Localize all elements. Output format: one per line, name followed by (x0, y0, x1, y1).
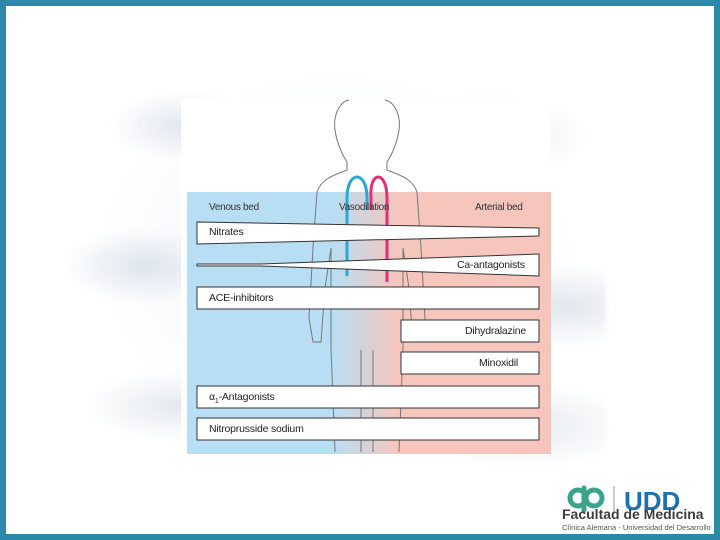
dihydralazine-label: Dihydralazine (465, 325, 527, 337)
alpha1-antagonists-label: α1-Antagonists (209, 391, 275, 405)
venous-bed-label: Venous bed (209, 202, 259, 213)
bar-nitrates (196, 221, 540, 245)
cda-logo-icon (567, 485, 605, 513)
vein-vessel (345, 175, 369, 276)
alpha-suffix: -Antagonists (218, 391, 275, 403)
arterial-bed-label: Arterial bed (475, 202, 523, 213)
bar-ace-inhibitors (196, 286, 540, 310)
body-outline (308, 99, 426, 453)
faculty-title: Facultad de Medicina (562, 506, 704, 522)
udd-logo-mark: UDD (567, 485, 680, 516)
minoxidil-label: Minoxidil (479, 357, 519, 369)
artery-vessel (369, 175, 389, 282)
diagram-graphic (187, 99, 551, 454)
faculty-subtitle: Clínica Alemana - Universidad del Desarr… (562, 523, 711, 532)
bar-ca-antagonists (196, 253, 540, 277)
ace-inhibitors-label: ACE-inhibitors (209, 292, 274, 304)
alpha-subscript: 1 (214, 398, 219, 406)
alpha-symbol: α (209, 391, 215, 403)
nitroprusside-label: Nitroprusside sodium (209, 423, 304, 435)
nitrates-label: Nitrates (209, 226, 244, 238)
bar-nitroprusside (196, 417, 540, 441)
slide: Venous bed Vasodilation Arterial bed Nit… (6, 6, 714, 534)
vasodilation-label: Vasodilation (339, 202, 390, 213)
vasodilator-diagram: Venous bed Vasodilation Arterial bed Nit… (181, 98, 551, 454)
bar-alpha1-antagonists (196, 385, 540, 409)
bar-dihydralazine (400, 319, 540, 343)
ca-antagonists-label: Ca-antagonists (457, 259, 525, 271)
bar-minoxidil (400, 351, 540, 375)
udd-brand-text: UDD (624, 486, 680, 516)
